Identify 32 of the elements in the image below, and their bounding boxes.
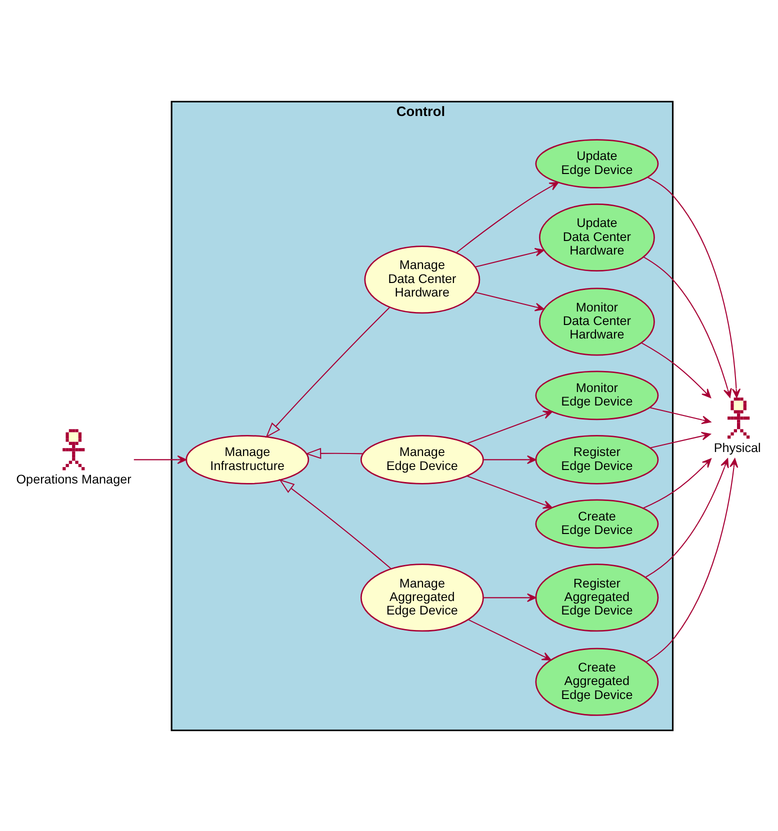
arrow — [484, 454, 536, 464]
node-ellipse: Monitor Data Center Hardware — [539, 287, 655, 356]
arrow — [650, 406, 712, 424]
arrow — [266, 306, 390, 438]
arrow — [641, 342, 712, 398]
arrow — [305, 447, 364, 458]
arrow — [484, 592, 536, 602]
arrow — [642, 458, 712, 508]
node-ellipse: Manage Data Center Hardware — [364, 245, 480, 314]
arrow — [646, 458, 738, 662]
node-ellipse: Update Data Center Hardware — [539, 202, 655, 271]
arrow — [650, 431, 711, 448]
node-ellipse: Update Edge Device — [535, 138, 659, 188]
node-ellipse: Register Edge Device — [535, 434, 659, 484]
node-ellipse: Manage Aggregated Edge Device — [360, 563, 484, 632]
node-ellipse: Manage Infrastructure — [186, 434, 310, 484]
arrow — [475, 248, 544, 267]
arrow — [475, 291, 544, 311]
arrow — [467, 410, 552, 444]
node-ellipse: Register Aggregated Edge Device — [535, 563, 659, 632]
arrow — [643, 256, 732, 398]
arrow — [278, 478, 392, 569]
arrow — [134, 454, 187, 464]
arrow — [456, 181, 559, 252]
node-ellipse: Create Aggregated Edge Device — [535, 647, 659, 716]
arrow — [468, 618, 552, 660]
node-label: Physical — [714, 440, 761, 454]
node-label: Operations Manager — [16, 472, 132, 486]
arrow — [467, 475, 552, 508]
arrow — [647, 176, 741, 398]
node-ellipse: Manage Edge Device — [360, 434, 484, 484]
arrow — [645, 458, 729, 578]
